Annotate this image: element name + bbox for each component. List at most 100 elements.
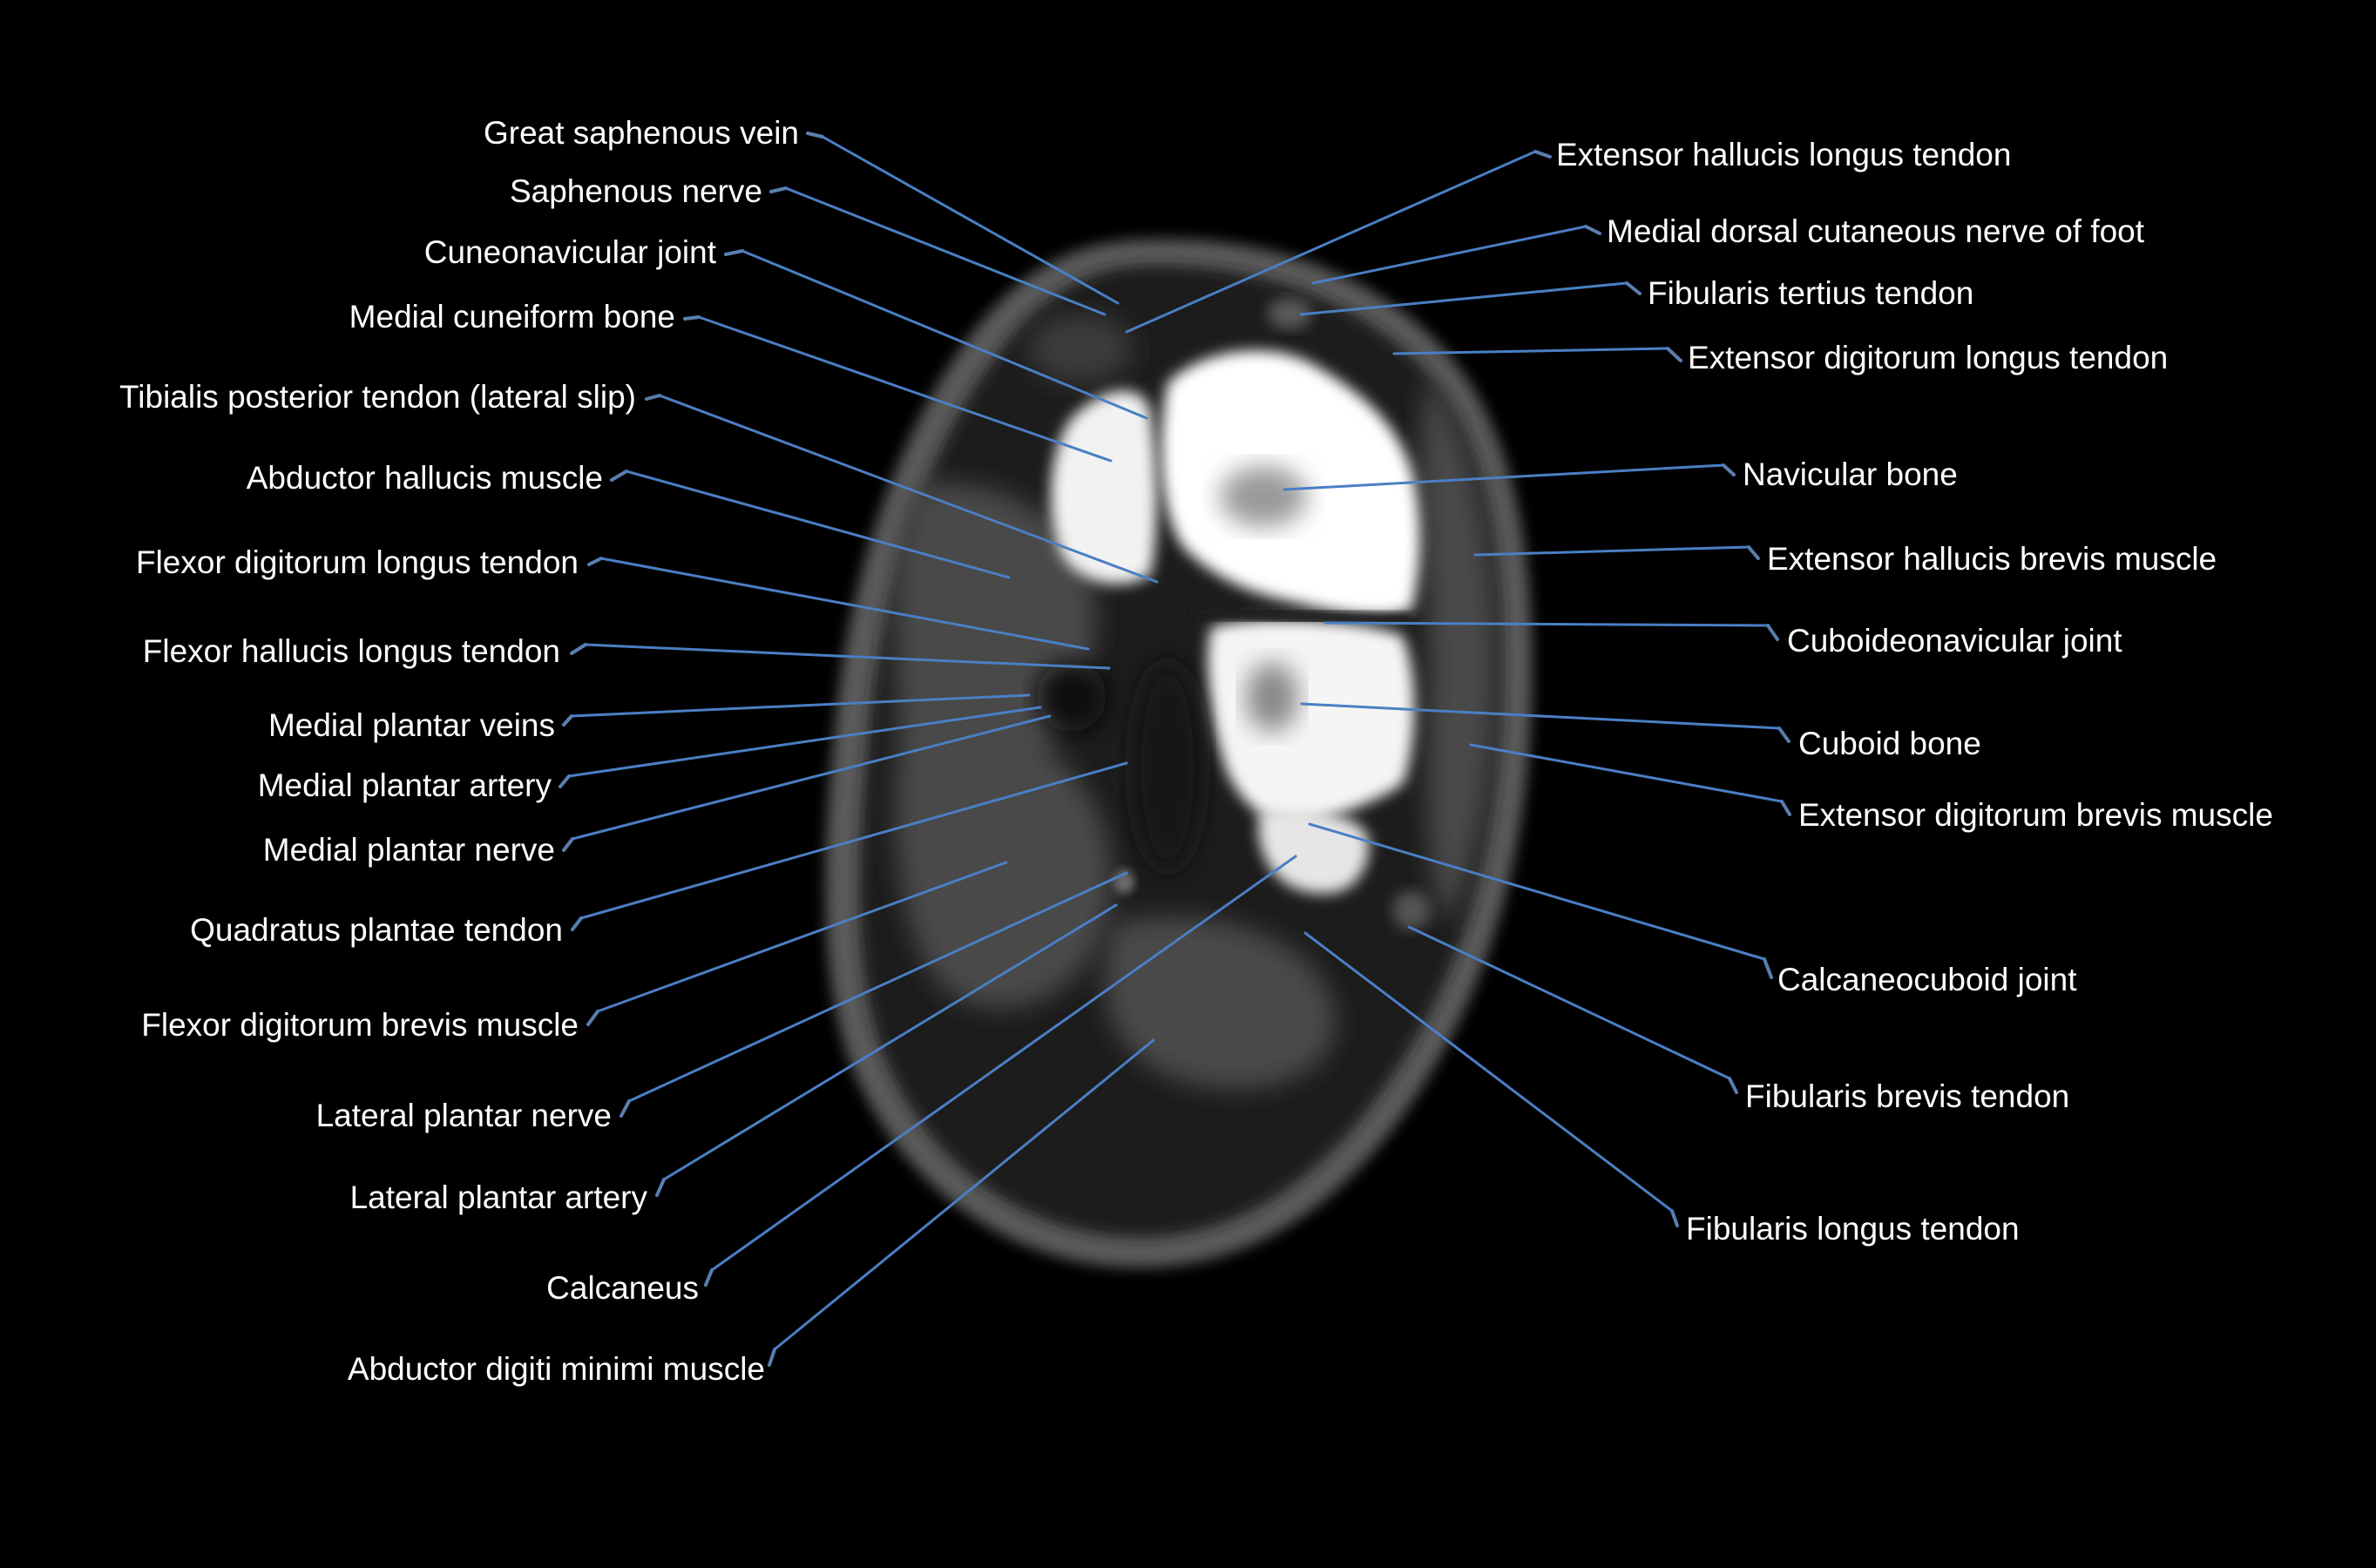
leader-hook — [683, 315, 701, 321]
leader-line — [697, 315, 1113, 463]
label-medial-cuneiform-bone: Medial cuneiform bone — [349, 299, 675, 335]
leader-line — [1469, 743, 1784, 803]
label-text: Medial plantar nerve — [263, 832, 555, 868]
leader-hook — [704, 1268, 714, 1287]
label-text: Abductor digiti minimi muscle — [348, 1351, 765, 1387]
label-text: Flexor hallucis longus tendon — [143, 633, 560, 669]
leader-hook — [1777, 727, 1790, 743]
label-saphenous-nerve: Saphenous nerve — [510, 173, 762, 209]
leader-hook — [562, 837, 574, 852]
leader-line — [579, 761, 1128, 920]
label-extensor-hallucis-longus-tendon: Extensor hallucis longus tendon — [1556, 137, 2011, 172]
leader-hook — [1722, 463, 1736, 476]
label-text: Fibularis tertius tendon — [1648, 275, 1973, 311]
leader-hook — [645, 394, 661, 401]
label-medial-plantar-nerve: Medial plantar nerve — [263, 832, 555, 868]
medial-cuneiform-bone — [1051, 390, 1157, 585]
leader-hook — [806, 132, 824, 139]
navicular-dark-center — [1220, 466, 1307, 527]
leader-hook — [655, 1178, 666, 1197]
leader-line — [1311, 225, 1587, 285]
cuboideonavicular-joint-gap — [1193, 605, 1412, 627]
label-text: Cuboideonavicular joint — [1787, 623, 2122, 659]
label-text: Quadratus plantae tendon — [190, 912, 563, 948]
leader-hook — [619, 1099, 631, 1118]
leader-line — [1300, 702, 1781, 730]
leader-hook — [1625, 281, 1642, 295]
label-medial-dorsal-cutaneous-nerve-of-foot: Medial dorsal cutaneous nerve of foot — [1607, 213, 2145, 249]
leader-line — [596, 861, 1008, 1013]
label-abductor-hallucis-muscle: Abductor hallucis muscle — [247, 460, 603, 496]
leader-line — [1299, 281, 1628, 316]
leader-line — [784, 186, 1107, 316]
calcaneus-bone-shape — [1258, 808, 1369, 894]
label-medial-plantar-artery: Medial plantar artery — [258, 767, 552, 803]
label-navicular-bone: Navicular bone — [1743, 456, 1958, 492]
label-text: Fibularis brevis tendon — [1745, 1078, 2069, 1114]
leader-hook — [1747, 545, 1760, 560]
leader-hook — [768, 1348, 776, 1367]
leader-hook — [1763, 957, 1773, 979]
dorsal-tendon-blob — [1028, 314, 1133, 383]
label-text: Cuboid bone — [1798, 726, 1981, 761]
leader-line — [625, 470, 1011, 579]
label-text: Navicular bone — [1743, 456, 1958, 492]
label-cuboideonavicular-joint: Cuboideonavicular joint — [1787, 623, 2122, 659]
leader-line — [658, 394, 1159, 584]
label-great-saphenous-vein: Great saphenous vein — [484, 115, 799, 151]
label-text: Medial cuneiform bone — [349, 299, 675, 335]
label-calcaneocuboid-joint: Calcaneocuboid joint — [1777, 962, 2077, 997]
label-text: Extensor hallucis longus tendon — [1556, 137, 2011, 172]
label-text: Flexor digitorum longus tendon — [136, 544, 579, 580]
label-flexor-digitorum-brevis-muscle: Flexor digitorum brevis muscle — [141, 1007, 579, 1043]
cuboid-trabecular-dark — [1246, 662, 1298, 732]
leader-line — [1323, 621, 1770, 627]
leader-line — [710, 855, 1297, 1272]
leader-hook — [571, 916, 583, 931]
abductor-digiti-minimi-region — [1104, 916, 1336, 1089]
label-text: Abductor hallucis muscle — [247, 460, 603, 496]
label-lateral-plantar-artery: Lateral plantar artery — [350, 1179, 648, 1215]
label-text: Medial plantar artery — [258, 767, 552, 803]
label-text: Medial dorsal cutaneous nerve of foot — [1607, 213, 2145, 249]
label-flexor-digitorum-longus-tendon: Flexor digitorum longus tendon — [136, 544, 579, 580]
label-cuneonavicular-joint: Cuneonavicular joint — [424, 234, 717, 270]
leader-line — [1392, 347, 1669, 355]
leader-hook — [1766, 624, 1779, 641]
leader-lines — [558, 132, 1791, 1367]
label-text: Saphenous nerve — [510, 173, 762, 209]
leader-line — [1283, 463, 1725, 491]
leader-line — [567, 706, 1042, 778]
label-text: Extensor digitorum longus tendon — [1688, 340, 2168, 375]
label-fibularis-tertius-tendon: Fibularis tertius tendon — [1648, 275, 1973, 311]
label-quadratus-plantae-tendon: Quadratus plantae tendon — [190, 912, 563, 948]
label-flexor-hallucis-longus-tendon: Flexor hallucis longus tendon — [143, 633, 560, 669]
leader-line — [741, 249, 1148, 420]
label-text: Lateral plantar artery — [350, 1179, 648, 1215]
label-lateral-plantar-nerve: Lateral plantar nerve — [316, 1098, 612, 1133]
label-text: Calcaneocuboid joint — [1777, 962, 2077, 997]
leader-hook — [587, 557, 603, 566]
leader-line — [599, 557, 1090, 651]
leader-line — [571, 714, 1052, 841]
label-fibularis-brevis-tendon: Fibularis brevis tendon — [1745, 1078, 2069, 1114]
leader-hook — [562, 714, 573, 727]
leader-line — [584, 643, 1111, 670]
leader-hook — [586, 1010, 599, 1026]
label-text: Fibularis longus tendon — [1686, 1211, 2020, 1247]
plantar-neurovascular-dark — [1037, 662, 1107, 732]
label-abductor-digiti-minimi-muscle: Abductor digiti minimi muscle — [348, 1351, 765, 1387]
label-text: Great saphenous vein — [484, 115, 799, 151]
label-medial-plantar-veins: Medial plantar veins — [268, 707, 555, 743]
leader-line — [1308, 822, 1766, 961]
leader-line — [1473, 545, 1750, 557]
label-cuboid-bone: Cuboid bone — [1798, 726, 1981, 761]
leader-line — [1303, 931, 1674, 1213]
label-extensor-digitorum-longus-tendon: Extensor digitorum longus tendon — [1688, 340, 2168, 375]
fibularis-tendon-blob — [1392, 891, 1431, 929]
label-tibialis-posterior-tendon-lateral-slip: Tibialis posterior tendon (lateral slip) — [119, 379, 636, 415]
label-calcaneus: Calcaneus — [546, 1270, 699, 1306]
leader-hook — [1728, 1077, 1738, 1094]
